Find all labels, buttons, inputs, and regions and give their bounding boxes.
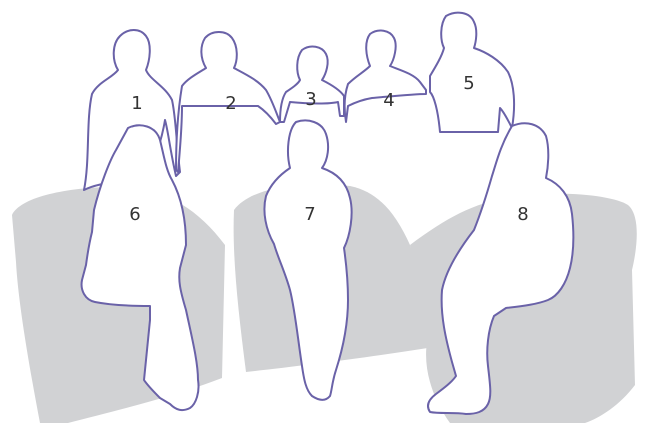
- person-6-label: 6: [129, 204, 140, 225]
- person-1-label: 1: [131, 93, 142, 114]
- person-7-label: 7: [304, 204, 315, 225]
- person-2-label: 2: [225, 93, 236, 114]
- person-4-label: 4: [383, 90, 394, 111]
- person-3-outline: [280, 47, 344, 122]
- person-8-label: 8: [517, 204, 528, 225]
- person-5-label: 5: [463, 73, 474, 94]
- person-3-label: 3: [305, 89, 316, 110]
